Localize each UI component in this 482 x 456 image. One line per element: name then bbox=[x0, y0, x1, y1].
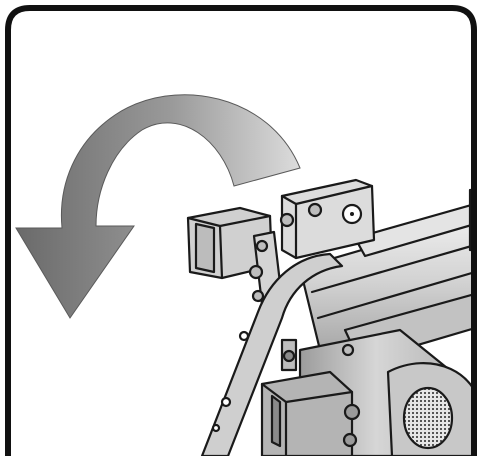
bolt bbox=[253, 291, 263, 301]
bolt bbox=[343, 345, 353, 355]
bolt bbox=[257, 241, 267, 251]
cable-gland bbox=[345, 405, 359, 419]
bolt bbox=[250, 266, 262, 278]
cooling-grille-icon bbox=[404, 388, 452, 448]
bolt bbox=[309, 204, 321, 216]
bolt bbox=[281, 214, 293, 226]
cable-gland bbox=[344, 434, 356, 446]
